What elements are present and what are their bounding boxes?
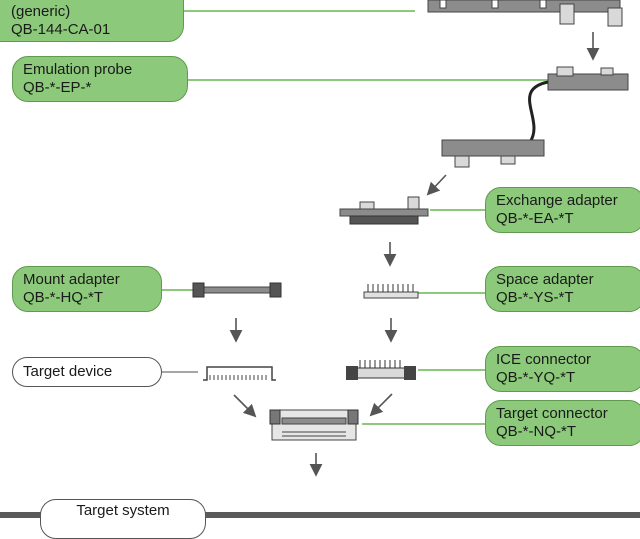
target-connector-label-line1: Target connector bbox=[496, 405, 608, 422]
exchange-adapter-label-line2: QB-*-EA-*T bbox=[496, 210, 574, 227]
generic-cable-label: (generic) QB-144-CA-01 bbox=[0, 0, 184, 42]
emulation-probe-label: Emulation probe QB-*-EP-* bbox=[12, 56, 188, 102]
space-adapter-label-line1: Space adapter bbox=[496, 271, 594, 288]
exchange-adapter-label-line1: Exchange adapter bbox=[496, 192, 618, 209]
exchange-adapter-label: Exchange adapter QB-*-EA-*T bbox=[485, 187, 640, 233]
mount-adapter-label-line1: Mount adapter bbox=[23, 271, 120, 288]
flow-arrows bbox=[229, 32, 600, 477]
target-connector-part bbox=[269, 409, 359, 441]
generic-cable-label-line2: QB-144-CA-01 bbox=[11, 21, 111, 38]
target-system-board bbox=[0, 512, 640, 518]
leader-lines bbox=[162, 10, 548, 425]
mount-adapter-label-line2: QB-*-HQ-*T bbox=[23, 289, 103, 306]
ice-connector-part bbox=[346, 360, 416, 380]
exchange-adapter-part bbox=[339, 196, 429, 225]
target-connector-label: Target connector QB-*-NQ-*T bbox=[485, 400, 640, 446]
target-device-label-line1: Target device bbox=[23, 363, 113, 380]
ice-connector-label-line2: QB-*-YQ-*T bbox=[496, 369, 576, 386]
space-adapter-label: Space adapter QB-*-YS-*T bbox=[485, 266, 640, 312]
space-adapter-label-line2: QB-*-YS-*T bbox=[496, 289, 574, 306]
emulation-probe-part bbox=[441, 66, 629, 168]
target-system-label: Target system bbox=[40, 499, 206, 539]
generic-cable-part bbox=[427, 0, 623, 27]
emulation-probe-label-line2: QB-*-EP-* bbox=[23, 79, 92, 96]
emulation-probe-label-line1: Emulation probe bbox=[23, 61, 133, 78]
space-adapter-part bbox=[363, 284, 419, 299]
mount-adapter-label: Mount adapter QB-*-HQ-*T bbox=[12, 266, 162, 312]
generic-cable-label-line1: (generic) bbox=[11, 3, 71, 20]
diagram-art bbox=[0, 0, 640, 518]
target-device-label: Target device bbox=[12, 357, 162, 387]
mount-adapter-part bbox=[192, 282, 282, 298]
target-connector-label-line2: QB-*-NQ-*T bbox=[496, 423, 576, 440]
target-device-part bbox=[203, 366, 276, 381]
ice-connector-label: ICE connector QB-*-YQ-*T bbox=[485, 346, 640, 392]
target-system-label-line1: Target system bbox=[76, 502, 170, 519]
ice-connector-label-line1: ICE connector bbox=[496, 351, 592, 368]
